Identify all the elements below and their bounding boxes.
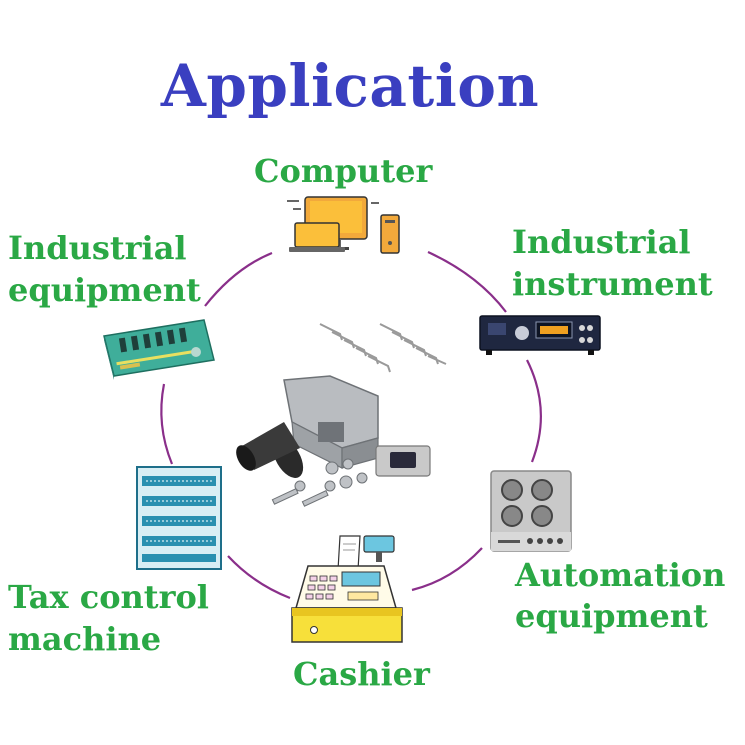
ring-arc-bottom-left [227, 555, 291, 600]
instrument-panel-icon [479, 315, 601, 355]
ring-arc-left [160, 383, 174, 465]
circuit-board-icon [103, 319, 215, 380]
ring-arc-bottom-right [411, 547, 483, 592]
computer-monitor-laptop-icon [287, 196, 400, 254]
tax-control-machine-label-line2: machine [8, 620, 162, 658]
ring-arc-right [526, 359, 542, 463]
circuit-rack-icon [136, 466, 222, 570]
ring-arc-top-left [204, 251, 273, 307]
page-title: Application [160, 52, 540, 120]
automation-equipment-label-line1: Automation [515, 556, 726, 594]
industrial-instrument-label-line2: instrument [512, 265, 713, 303]
tax-control-machine-label-line1: Tax control [8, 578, 209, 616]
connector-parts-icon [236, 323, 447, 507]
cash-register-icon [291, 535, 403, 643]
ring-arc-top-right [427, 251, 507, 313]
computer-label: Computer [254, 152, 433, 190]
cashier-label: Cashier [293, 655, 430, 693]
industrial-equipment-label-line2: equipment [8, 271, 201, 309]
industrial-equipment-label-line1: Industrial [8, 229, 187, 267]
cooktop-controller-icon [490, 470, 572, 552]
automation-equipment-label-line2: equipment [515, 597, 708, 635]
industrial-instrument-label-line1: Industrial [512, 223, 691, 261]
